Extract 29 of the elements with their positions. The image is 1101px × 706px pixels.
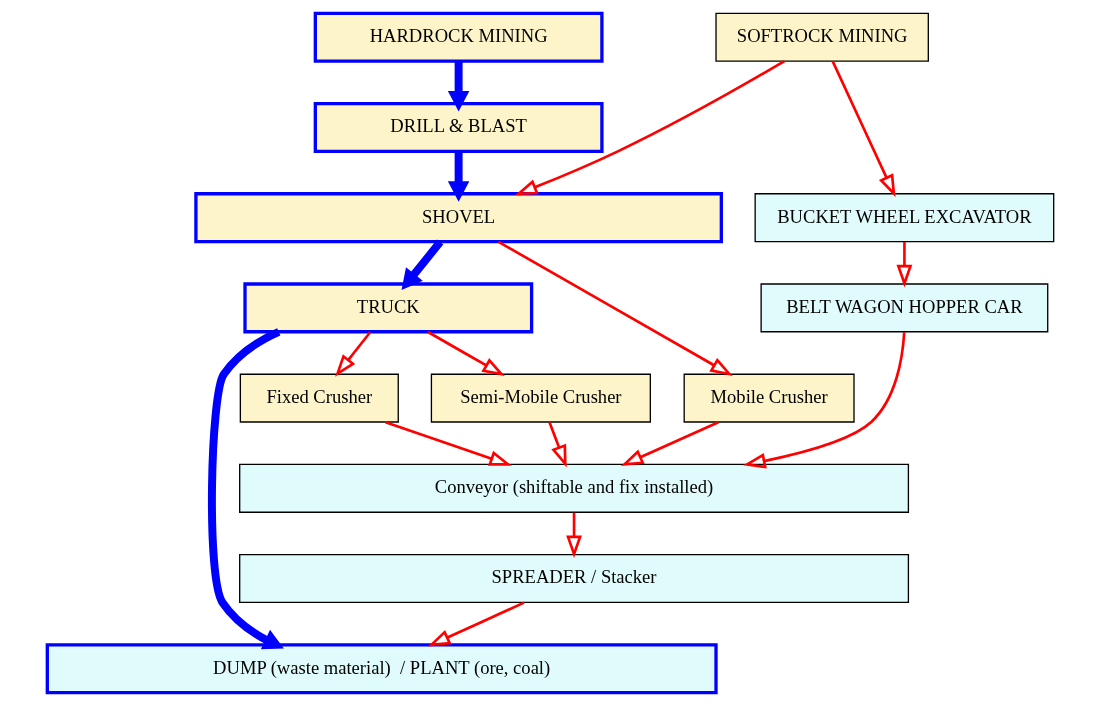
arrow (335, 331, 372, 377)
arrow (427, 330, 505, 377)
arrow (427, 601, 525, 647)
node-box: SHOVEL (194, 192, 723, 244)
node-box: BUCKET WHEEL EXCAVATOR (754, 193, 1055, 243)
arrow (401, 239, 444, 291)
node-box: Semi-Mobile Crusher (430, 373, 651, 423)
arrow (548, 422, 567, 468)
node-box: SPREADER / Stacker (239, 554, 910, 604)
arrow (447, 61, 470, 112)
node-box: BELT WAGON HOPPER CAR (760, 283, 1049, 333)
node-box: HARDROCK MINING (313, 11, 604, 63)
arrow (566, 512, 582, 559)
arrow (385, 420, 512, 466)
arrow (208, 328, 284, 650)
node-box: DRILL & BLAST (313, 101, 604, 153)
node-box: Fixed Crusher (239, 373, 399, 423)
arrow (620, 421, 719, 466)
arrow (447, 151, 470, 202)
arrow (514, 59, 786, 196)
arrow (497, 240, 733, 376)
node-box: Conveyor (shiftable and fix installed) (239, 463, 910, 513)
node-box: DUMP (waste material) / PLANT (ore, coal) (45, 643, 718, 695)
node-box: Mobile Crusher (683, 373, 855, 423)
arrow (831, 60, 896, 198)
node-box: SOFTROCK MINING (715, 12, 929, 62)
arrow (896, 242, 913, 288)
arrow (743, 332, 906, 469)
node-box: TRUCK (243, 282, 534, 334)
